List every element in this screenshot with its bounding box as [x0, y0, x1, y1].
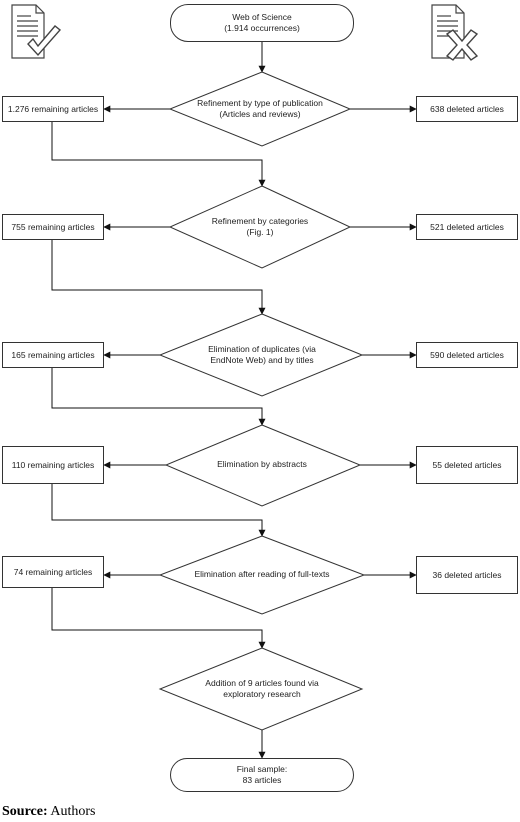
connector [51, 122, 266, 187]
decision-text-3: Elimination of duplicates (via EndNote W… [170, 338, 354, 372]
decision-label: Elimination after reading of full-texts [194, 569, 330, 580]
remaining-box-4: 110 remaining articles [2, 446, 104, 484]
deleted-box-1: 638 deleted articles [416, 96, 518, 122]
source-text: Authors [47, 804, 96, 819]
source-label: Source: [2, 804, 48, 819]
decision-text-1: Refinement by type of publication (Artic… [170, 92, 350, 126]
remaining-box-1: 1.276 remaining articles [2, 96, 104, 122]
connector [51, 588, 266, 649]
deleted-box-4: 55 deleted articles [416, 446, 518, 484]
deleted-box-3: 590 deleted articles [416, 342, 518, 368]
deleted-label: 521 deleted articles [430, 221, 504, 232]
decision-label: Refinement by type of publication [197, 97, 323, 108]
final-line1: Final sample: [236, 764, 288, 775]
remaining-label: 74 remaining articles [13, 566, 93, 577]
decision-text-4: Elimination by abstracts [170, 455, 354, 475]
decision-label: Elimination of duplicates (via [208, 343, 316, 354]
deleted-box-2: 521 deleted articles [416, 214, 518, 240]
deleted-box-5: 36 deleted articles [416, 556, 518, 594]
remaining-box-3: 165 remaining articles [2, 342, 104, 368]
remaining-label: 165 remaining articles [11, 349, 95, 360]
decision-sublabel: (Fig. 1) [246, 227, 274, 237]
deleted-label: 638 deleted articles [430, 103, 504, 114]
decision-diamond-4 [164, 424, 362, 507]
remaining-label: 110 remaining articles [11, 459, 95, 470]
remaining-box-2: 755 remaining articles [2, 214, 104, 240]
final-terminal: Final sample: 83 articles [170, 758, 354, 792]
decision-text-5: Elimination after reading of full-texts [162, 565, 362, 585]
document-cross-icon [431, 4, 479, 61]
source-note: Source: Authors [2, 804, 95, 820]
addition-text: Addition of 9 articles found via explora… [170, 672, 354, 706]
start-line2: (1.914 occurrences) [224, 23, 300, 33]
start-terminal: Web of Science (1.914 occurrences) [170, 4, 354, 42]
decision-label: Refinement by categories [211, 215, 309, 226]
connector [51, 368, 266, 426]
decision-diamond-3 [158, 313, 364, 397]
connector [51, 240, 266, 315]
decision-label: Elimination by abstracts [217, 459, 307, 470]
decision-sublabel: EndNote Web) and by titles [210, 355, 314, 365]
decision-diamond-2 [168, 185, 352, 269]
addition-line1: Addition of 9 articles found via [205, 677, 319, 688]
start-line1: Web of Science [232, 12, 292, 23]
final-line2: 83 articles [242, 775, 282, 785]
decision-diamond-1 [168, 71, 352, 147]
decision-text-2: Refinement by categories (Fig. 1) [170, 210, 350, 244]
decision-sublabel: (Articles and reviews) [219, 109, 301, 119]
deleted-label: 55 deleted articles [432, 459, 502, 470]
connector [51, 484, 266, 537]
deleted-label: 590 deleted articles [430, 349, 504, 360]
remaining-label: 755 remaining articles [11, 221, 95, 232]
document-check-icon [11, 4, 62, 59]
deleted-label: 36 deleted articles [432, 569, 502, 580]
decision-diamond-5 [158, 535, 366, 615]
remaining-box-5: 74 remaining articles [2, 556, 104, 588]
addition-line2: exploratory research [223, 689, 301, 699]
remaining-label: 1.276 remaining articles [7, 103, 99, 114]
